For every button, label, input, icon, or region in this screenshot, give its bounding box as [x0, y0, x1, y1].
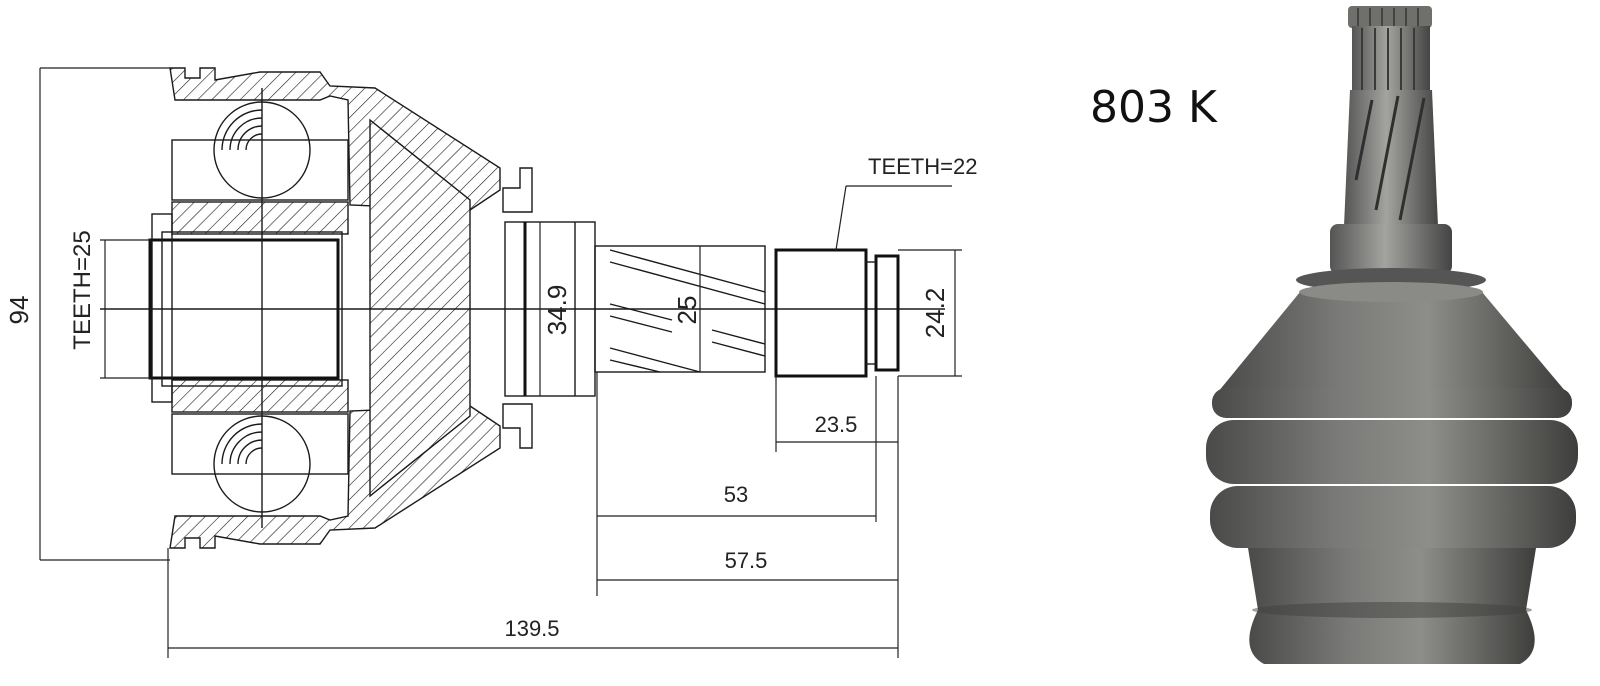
inner-race-bottom	[171, 379, 349, 413]
spline-tip	[874, 254, 900, 372]
dim-34-9-label: 34.9	[542, 285, 572, 336]
dim-24-2-label: 24.2	[920, 288, 950, 339]
snap-ring-bottom	[502, 403, 533, 449]
dim-139-5-label: 139.5	[504, 616, 559, 641]
cv-joint-cross-section	[100, 67, 952, 549]
dim-57-5-label: 57.5	[725, 548, 768, 573]
inner-race-top	[171, 201, 349, 235]
ball-bottom-arcs	[221, 423, 263, 465]
dimension-labels: 94 TEETH=25 34.9 25 24.2 TEETH=22 23.5 5…	[4, 154, 977, 641]
photo-collar	[1330, 224, 1452, 274]
dimension-lines	[39, 67, 962, 658]
photo-boot-cone	[1218, 292, 1566, 392]
photo-shaft-tip	[1348, 6, 1432, 28]
housing-body	[369, 118, 471, 498]
bore-lip	[151, 213, 173, 403]
cage-top	[171, 139, 349, 201]
photo-stub-shaft	[1344, 90, 1438, 226]
stub-shaft	[594, 245, 766, 373]
part-code: 803 K	[1090, 82, 1217, 133]
dim-23-5-label: 23.5	[815, 412, 858, 437]
dim-94-label: 94	[4, 296, 34, 325]
photo-spline	[1352, 26, 1430, 90]
spline-end	[774, 248, 868, 378]
photo-boot-ring-3	[1210, 486, 1576, 548]
photo-boot-ring-1	[1212, 388, 1572, 418]
dim-25-label: 25	[672, 296, 702, 325]
teeth-left-label: TEETH=25	[69, 230, 96, 349]
shaft-helix-lines	[609, 249, 766, 373]
cv-joint-photo	[1206, 6, 1578, 664]
snap-ring-top	[502, 167, 533, 213]
ball-top-arcs	[221, 109, 263, 151]
teeth-right-label: TEETH=22	[868, 154, 977, 179]
cage-bottom	[171, 413, 349, 475]
photo-boot-ring-2	[1206, 420, 1578, 484]
dim-53-label: 53	[724, 482, 748, 507]
